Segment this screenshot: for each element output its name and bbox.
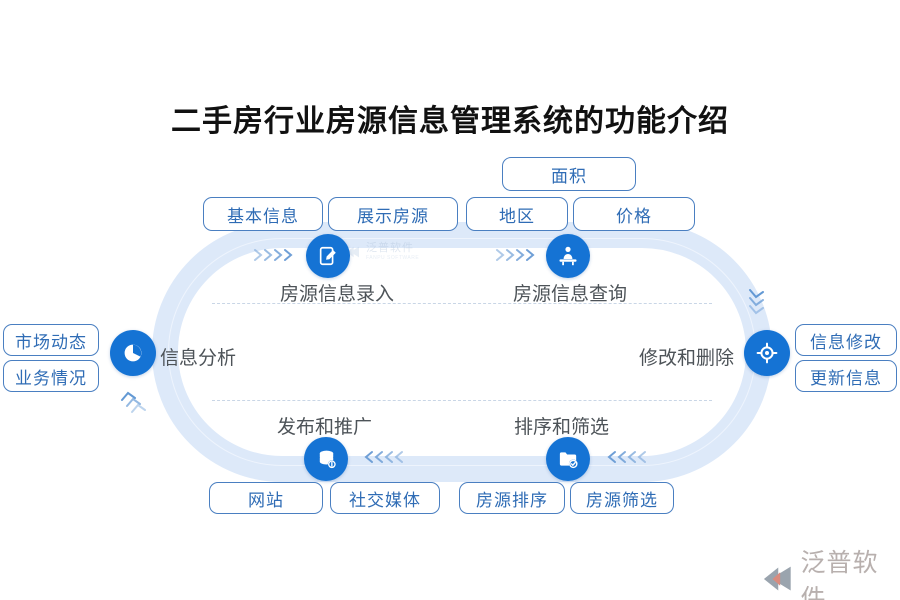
arrow-side-left	[118, 386, 152, 426]
caption-publish-promote: 发布和推广	[277, 416, 373, 438]
logo-name: 泛普软件	[800, 548, 879, 600]
node-listing-entry[interactable]	[306, 234, 350, 278]
caption-modify-delete: 修改和删除	[639, 347, 735, 369]
caption-listing-entry: 房源信息录入	[280, 283, 395, 305]
box-area[interactable]: 面积	[502, 157, 636, 191]
box-listing-filter[interactable]: 房源筛选	[570, 482, 674, 514]
divider-top	[212, 303, 712, 304]
arrow-bottom-left	[363, 448, 409, 466]
edit-document-icon	[319, 246, 336, 266]
arrow-bottom-right	[606, 448, 652, 466]
box-show-listing[interactable]: 展示房源	[328, 197, 458, 231]
box-business-status[interactable]: 业务情况	[3, 360, 99, 392]
pie-chart-icon	[124, 344, 142, 362]
box-website[interactable]: 网站	[209, 482, 323, 514]
caption-sort-filter: 排序和筛选	[514, 416, 610, 438]
box-market-trends[interactable]: 市场动态	[3, 324, 99, 356]
box-social-media[interactable]: 社交媒体	[330, 482, 440, 514]
fanpu-logo-icon	[763, 566, 791, 591]
node-listing-query[interactable]	[546, 234, 590, 278]
arrow-top-left	[252, 246, 298, 264]
arrow-top-right	[494, 246, 540, 264]
box-basic-info[interactable]: 基本信息	[203, 197, 323, 231]
node-info-analysis[interactable]	[110, 330, 156, 376]
folder-check-icon	[559, 451, 578, 468]
target-icon	[756, 342, 778, 364]
box-info-modify[interactable]: 信息修改	[795, 324, 897, 356]
caption-info-analysis: 信息分析	[160, 347, 237, 369]
person-desk-icon	[559, 246, 577, 266]
box-listing-sort[interactable]: 房源排序	[459, 482, 565, 514]
database-icon	[319, 450, 336, 468]
brand-logo: 泛普软件 www.fanpusoft.com	[762, 543, 900, 600]
node-sort-filter[interactable]	[546, 437, 590, 481]
page-title: 二手房行业房源信息管理系统的功能介绍	[171, 104, 729, 139]
caption-listing-query: 房源信息查询	[513, 283, 628, 305]
box-region[interactable]: 地区	[466, 197, 568, 231]
node-modify-delete[interactable]	[744, 330, 790, 376]
box-price[interactable]: 价格	[573, 197, 695, 231]
node-publish-promote[interactable]	[304, 437, 348, 481]
box-info-update[interactable]: 更新信息	[795, 360, 897, 392]
arrow-side-right	[744, 284, 778, 324]
divider-bottom	[212, 400, 712, 401]
